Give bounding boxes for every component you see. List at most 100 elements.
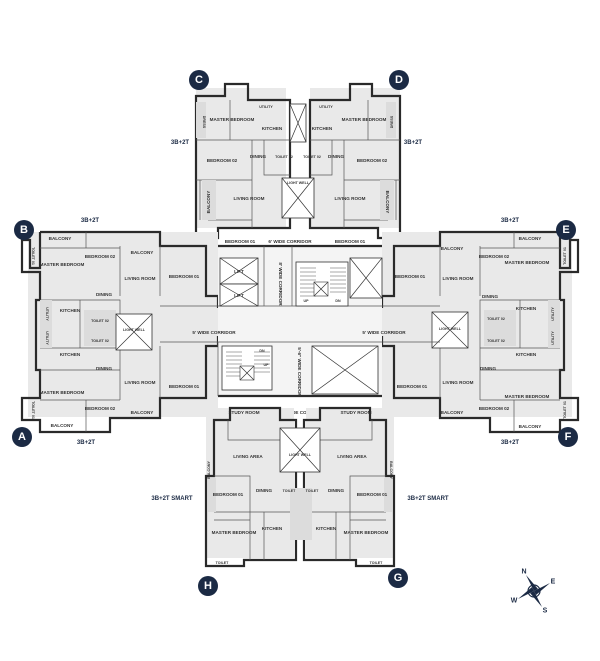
room-dining-d: DINING — [328, 154, 345, 159]
room-bedroom02-a: BEDROOM 02 — [85, 406, 116, 411]
room-bedroom01-f: BEDROOM 01 — [397, 384, 428, 389]
light-well-bottom: LIGHT WELL — [289, 453, 312, 457]
room-master-bedroom-e: MASTER BEDROOM — [505, 260, 550, 265]
room-kitchen-b: KITCHEN — [60, 308, 81, 313]
svg-text:A: A — [18, 431, 26, 443]
room-toilet-g: TOILET — [306, 489, 320, 493]
compass-s: S — [543, 608, 548, 615]
room-toilet02-d: TOILET 02 — [303, 155, 321, 159]
room-master-bedroom-h: MASTER BEDROOM — [212, 530, 257, 535]
staircase-top: UP DN — [295, 261, 349, 307]
room-utility-b: UTILITY — [45, 307, 49, 321]
wing-left: BALCONY MASTER BEDROOM BEDROOM 02 BALCON… — [20, 218, 220, 446]
room-kitchen-d: KITCHEN — [312, 126, 333, 131]
room-master-bedroom-f: MASTER BEDROOM — [505, 394, 550, 399]
room-bedroom02-f: BEDROOM 02 — [479, 406, 510, 411]
compass-icon: N S E W — [511, 569, 556, 615]
stair-dn-bottom: DN — [259, 349, 265, 353]
unit-markers: C D B A E F H G — [12, 70, 578, 596]
room-toilet01-f: TOILET 01 — [563, 401, 567, 419]
room-bedroom02-b: BEDROOM 02 — [85, 254, 116, 259]
room-master-bedroom-g: MASTER BEDROOM — [344, 530, 389, 535]
room-living-e: LIVING ROOM — [443, 276, 474, 281]
room-bedroom01-d: BEDROOM 01 — [335, 239, 366, 244]
room-toilet01-e: TOILET 01 — [563, 247, 567, 265]
room-kitchen-a: KITCHEN — [60, 352, 81, 357]
marker-d: D — [389, 70, 409, 90]
marker-b: B — [14, 220, 34, 240]
room-toilet02-c: TOILET 02 — [275, 155, 293, 159]
central-core: LIFT LIFT UP DN DN UP 6' WIDE CORRIDOR 8… — [160, 239, 440, 415]
unit-type-h: 3B+2T SMART — [151, 496, 193, 502]
room-dining-h: DINING — [256, 488, 273, 493]
unit-type-b: 3B+2T — [81, 218, 100, 224]
unit-type-c: 3B+2T — [171, 140, 190, 146]
svg-text:G: G — [394, 572, 403, 584]
room-dining-f: DINING — [480, 366, 497, 371]
wing-right: BALCONY MASTER BEDROOM BEDROOM 02 BALCON… — [380, 218, 580, 446]
stair-up-bottom: UP — [264, 363, 270, 367]
room-utility-c: UTILITY — [259, 105, 273, 109]
staircase-bottom: DN UP — [221, 345, 273, 391]
unit-type-d: 3B+2T — [404, 140, 423, 146]
dress-d — [386, 102, 396, 138]
wing-bottom: LIGHT WELL STUDY ROOM LIVING AREA BEDROO… — [151, 406, 449, 568]
corridor-5ft-left: 5' WIDE CORRIDOR — [192, 330, 236, 335]
marker-h: H — [198, 576, 218, 596]
svg-text:D: D — [395, 74, 403, 86]
room-kitchen-e: KITCHEN — [516, 306, 537, 311]
dress-c — [196, 102, 206, 138]
room-dining-a: DINING — [96, 366, 113, 371]
corridor-4ft6: 4'-6" WIDE CORRIDOR — [275, 410, 325, 415]
room-toilet-h: TOILET — [283, 489, 297, 493]
room-balcony-g: BALCONY — [389, 461, 393, 479]
svg-text:E: E — [562, 224, 569, 236]
room-master-bedroom-d: MASTER BEDROOM — [342, 117, 387, 122]
svg-text:H: H — [204, 580, 212, 592]
room-dining-e: DINING — [482, 294, 499, 299]
lift-label-2: LIFT — [234, 293, 244, 298]
room-bedroom01-c: BEDROOM 01 — [225, 239, 256, 244]
corridor-8ft: 8' WIDE CORRIDOR — [278, 262, 283, 306]
room-balcony-h: BALCONY — [207, 461, 211, 479]
room-toilet02-b: TOILET 02 — [91, 319, 109, 323]
room-toilet01-g: TOILET — [370, 561, 384, 565]
room-bedroom01-b: BEDROOM 01 — [169, 274, 200, 279]
room-bedroom01-e: BEDROOM 01 — [395, 274, 426, 279]
svg-text:B: B — [20, 224, 28, 236]
room-bedroom02-e: BEDROOM 02 — [479, 254, 510, 259]
room-living-c: LIVING ROOM — [234, 196, 265, 201]
room-balcony-c: BALCONY — [206, 191, 211, 214]
stair-dn-top: DN — [335, 299, 341, 303]
room-kitchen-f: KITCHEN — [516, 352, 537, 357]
compass-e: E — [551, 579, 556, 586]
room-balcony2-e: BALCONY — [441, 246, 464, 251]
room-utility-d: UTILITY — [319, 105, 333, 109]
corridor-5ft-right: 5' WIDE CORRIDOR — [362, 330, 406, 335]
room-dress-c: DRESS — [202, 116, 206, 129]
room-living-f: LIVING ROOM — [443, 380, 474, 385]
unit-type-g: 3B+2T SMART — [407, 496, 449, 502]
compass-w: W — [511, 598, 518, 605]
room-dining-c: DINING — [250, 154, 267, 159]
room-bedroom02-c: BEDROOM 02 — [207, 158, 238, 163]
compass-n: N — [521, 569, 526, 576]
wing-top: MASTER BEDROOM KITCHEN UTILITY DRESS BED… — [171, 82, 423, 244]
room-dining-b: DINING — [96, 292, 113, 297]
marker-c: C — [189, 70, 209, 90]
room-living-b: LIVING ROOM — [125, 276, 156, 281]
room-kitchen-h: KITCHEN — [262, 526, 283, 531]
room-toilet02-f: TOILET 02 — [487, 339, 505, 343]
room-bedroom01-h: BEDROOM 01 — [213, 492, 244, 497]
room-balcony2-a: BALCONY — [131, 410, 154, 415]
room-balcony2-b: BALCONY — [131, 250, 154, 255]
room-utility-f: UTILITY — [551, 331, 555, 345]
room-master-bedroom-b: MASTER BEDROOM — [40, 262, 85, 267]
lift-label-1: LIFT — [234, 269, 244, 274]
room-living-a: LIVING ROOM — [125, 380, 156, 385]
light-well-top: LIGHT WELL — [287, 181, 310, 185]
stair-up-top: UP — [304, 299, 310, 303]
room-utility-e: UTILITY — [551, 307, 555, 321]
room-toilet02-a: TOILET 02 — [91, 339, 109, 343]
